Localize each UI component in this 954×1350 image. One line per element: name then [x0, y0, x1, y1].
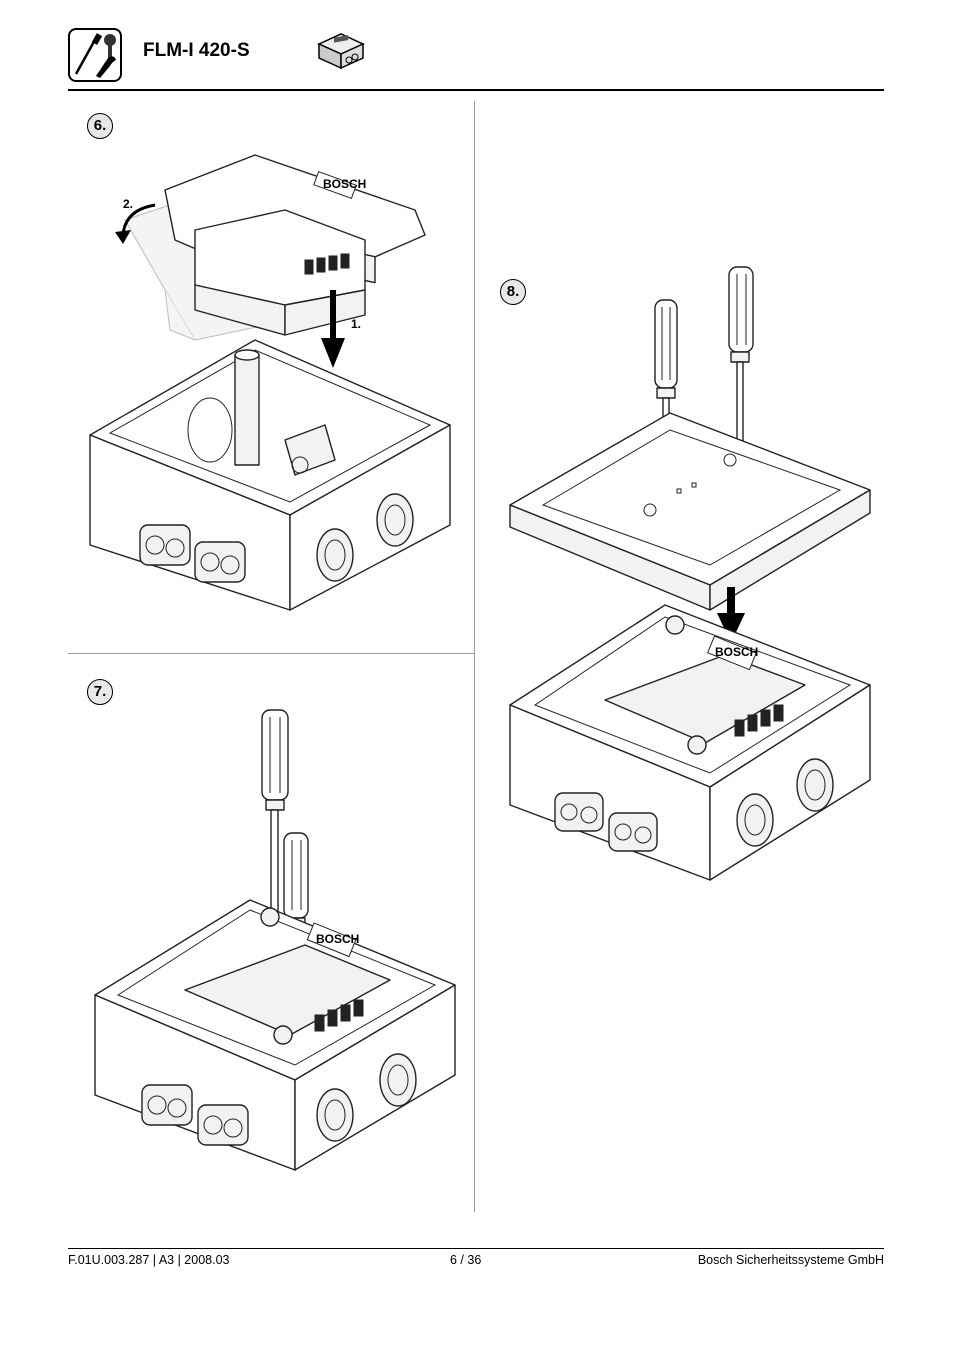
step-7-illustration: BOSCH: [94, 709, 456, 1171]
terminal-block-icon: [734, 704, 784, 737]
brand-label: BOSCH: [316, 932, 359, 946]
tools-icon: [68, 28, 122, 82]
brand-label: BOSCH: [715, 645, 758, 659]
section-divider: [68, 653, 474, 654]
step-6-illustration: BOSCH 2. 1.: [89, 154, 451, 611]
footer-doc-ref: F.01U.003.287 | A3 | 2008.03: [68, 1253, 230, 1267]
step-6-badge: 6.: [87, 113, 113, 139]
footer-company: Bosch Sicherheitssysteme GmbH: [697, 1253, 884, 1267]
step-8-illustration: BOSCH: [509, 266, 871, 881]
page-title: FLM-I 420-S: [143, 40, 250, 61]
brand-label: BOSCH: [323, 177, 366, 191]
terminal-block-icon: [304, 253, 350, 275]
screwdriver-icon: [728, 266, 754, 458]
footer-page-number: 6 / 36: [450, 1253, 482, 1267]
step-8-badge: 8.: [500, 279, 526, 305]
terminal-block-icon: [314, 999, 364, 1032]
step-6-label-1: 1.: [351, 317, 361, 331]
header-rule: [68, 89, 884, 91]
footer-rule: [68, 1248, 884, 1249]
column-divider: [474, 101, 475, 1212]
step-7-badge: 7.: [87, 679, 113, 705]
step-6-label-2: 2.: [123, 197, 133, 211]
screwdriver-icon: [261, 709, 289, 916]
module-box-icon: [315, 30, 367, 72]
